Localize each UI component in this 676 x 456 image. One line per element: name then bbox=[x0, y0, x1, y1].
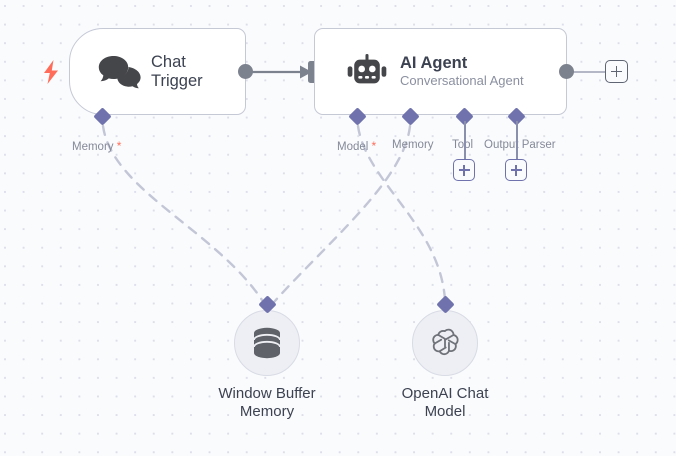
plus-vertical bbox=[463, 164, 465, 176]
robot-icon bbox=[346, 53, 388, 90]
port-label-text: Model bbox=[337, 141, 369, 153]
ai-agent-subtitle: Conversational Agent bbox=[400, 72, 524, 88]
ai-agent-output-port[interactable] bbox=[559, 64, 574, 79]
chat-trigger-title: Chat Trigger bbox=[151, 52, 203, 90]
chat-trigger-output-port[interactable] bbox=[238, 64, 253, 79]
tool-connector-stub bbox=[463, 121, 466, 160]
subnode-window-buffer-memory[interactable]: Window Buffer Memory bbox=[202, 310, 332, 421]
port-label-text: Output Parser bbox=[484, 139, 556, 151]
ai-agent-port-memory-label: Memory bbox=[392, 139, 434, 151]
openai-chat-model-label: OpenAI Chat Model bbox=[401, 385, 489, 420]
lightning-bolt-icon bbox=[42, 60, 60, 84]
openai-logo-icon bbox=[432, 328, 459, 356]
openai-chat-model-circle[interactable] bbox=[412, 310, 478, 376]
add-output-parser-button[interactable] bbox=[505, 159, 527, 181]
node-ai-agent[interactable]: AI Agent Conversational Agent bbox=[314, 28, 567, 115]
ai-agent-input-port[interactable] bbox=[308, 61, 317, 83]
window-buffer-memory-label: Window Buffer Memory bbox=[218, 385, 316, 420]
chat-trigger-text: Chat Trigger bbox=[151, 53, 203, 91]
port-label-text: Tool bbox=[452, 139, 473, 151]
plus-vertical bbox=[615, 66, 618, 77]
required-asterisk: * bbox=[116, 139, 122, 153]
database-icon bbox=[253, 327, 281, 359]
plus-vertical bbox=[515, 164, 517, 176]
chat-bubbles-icon bbox=[97, 55, 143, 89]
edge-chattrigger-memory bbox=[101, 124, 264, 302]
ai-agent-port-output-parser-label: Output Parser bbox=[484, 139, 556, 151]
node-chat-trigger[interactable]: Chat Trigger bbox=[69, 28, 246, 115]
window-buffer-memory-circle[interactable] bbox=[234, 310, 300, 376]
ai-agent-title: AI Agent bbox=[400, 54, 468, 73]
port-label-text: Memory bbox=[72, 141, 114, 153]
add-node-button[interactable] bbox=[605, 60, 628, 83]
add-tool-button[interactable] bbox=[453, 159, 475, 181]
ai-agent-text: AI Agent Conversational Agent bbox=[400, 54, 524, 89]
ai-agent-port-tool-label: Tool bbox=[452, 139, 473, 151]
port-label-text: Memory bbox=[392, 139, 434, 151]
ai-agent-port-model-label: Model * bbox=[337, 139, 376, 153]
chat-trigger-port-memory-label: Memory * bbox=[72, 139, 121, 153]
required-asterisk: * bbox=[371, 139, 377, 153]
output-parser-connector-stub bbox=[515, 121, 518, 160]
subnode-openai-chat-model[interactable]: OpenAI Chat Model bbox=[380, 310, 510, 421]
